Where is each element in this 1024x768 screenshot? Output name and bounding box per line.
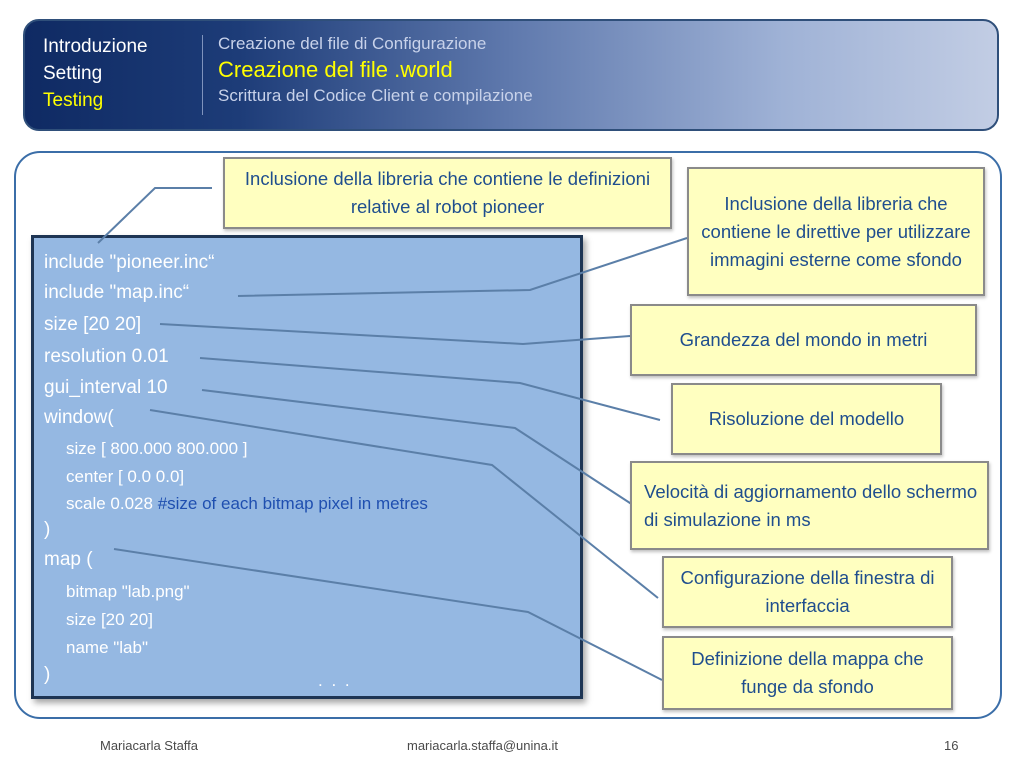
code-line: window( xyxy=(44,407,114,428)
code-line: ) xyxy=(44,519,51,540)
ellipsis: . . . xyxy=(318,671,352,690)
header-banner: Introduzione Setting Testing Creazione d… xyxy=(23,19,999,131)
code-line: bitmap "lab.png" xyxy=(66,582,190,601)
connector-gui xyxy=(201,389,634,506)
connector-size xyxy=(159,323,631,346)
connector-pioneer xyxy=(97,187,212,244)
nav-item-testing[interactable]: Testing xyxy=(43,90,104,111)
code-block: include "pioneer.inc“ include "map.inc“ … xyxy=(31,235,583,699)
code-line: include "map.inc“ xyxy=(44,282,190,303)
callout-gui-interval: Velocità di aggiornamento dello schermo … xyxy=(630,461,989,550)
callout-pioneer: Inclusione della libreria che contiene l… xyxy=(223,157,672,229)
code-comment: #size of each bitmap pixel in metres xyxy=(157,494,428,513)
page-number: 16 xyxy=(944,738,959,753)
code-line: center [ 0.0 0.0] xyxy=(66,467,185,486)
code-text: scale 0.028 xyxy=(66,494,158,513)
code-line: size [20 20] xyxy=(44,314,142,335)
callout-map-definition: Definizione della mappa che funge da sfo… xyxy=(662,636,953,710)
code-line: map ( xyxy=(44,549,93,570)
nav-divider xyxy=(202,35,203,115)
code-line: resolution 0.01 xyxy=(44,346,169,367)
connector-map xyxy=(237,237,688,297)
nav-item-setting[interactable]: Setting xyxy=(43,63,103,84)
code-line: name "lab" xyxy=(66,638,149,657)
subnav-item-configurazione[interactable]: Creazione del file di Configurazione xyxy=(218,34,487,53)
connector-window xyxy=(149,409,659,599)
subnav-item-client[interactable]: Scrittura del Codice Client e compilazio… xyxy=(218,86,533,105)
callout-resolution: Risoluzione del modello xyxy=(671,383,942,455)
subnav-item-world[interactable]: Creazione del file .world xyxy=(218,57,453,82)
code-line-scale: scale 0.028 #size of each bitmap pixel i… xyxy=(66,494,428,514)
code-line: ) xyxy=(44,664,51,685)
callout-size: Grandezza del mondo in metri xyxy=(630,304,977,376)
section-nav: Introduzione Setting Testing xyxy=(43,33,148,114)
footer-email: mariacarla.staffa@unina.it xyxy=(407,738,558,753)
subsection-nav: Creazione del file di Configurazione Cre… xyxy=(218,33,533,107)
callout-map-library: Inclusione della libreria che contiene l… xyxy=(687,167,985,296)
code-line: size [ 800.000 800.000 ] xyxy=(66,439,248,458)
code-line: gui_interval 10 xyxy=(44,377,168,398)
connector-resolution xyxy=(199,357,661,421)
code-line: include "pioneer.inc“ xyxy=(44,252,215,273)
code-line: size [20 20] xyxy=(66,610,153,629)
footer-author: Mariacarla Staffa xyxy=(100,738,199,753)
callout-window: Configurazione della finestra di interfa… xyxy=(662,556,953,628)
nav-item-introduzione[interactable]: Introduzione xyxy=(43,36,148,57)
connector-mapdef xyxy=(113,548,663,681)
